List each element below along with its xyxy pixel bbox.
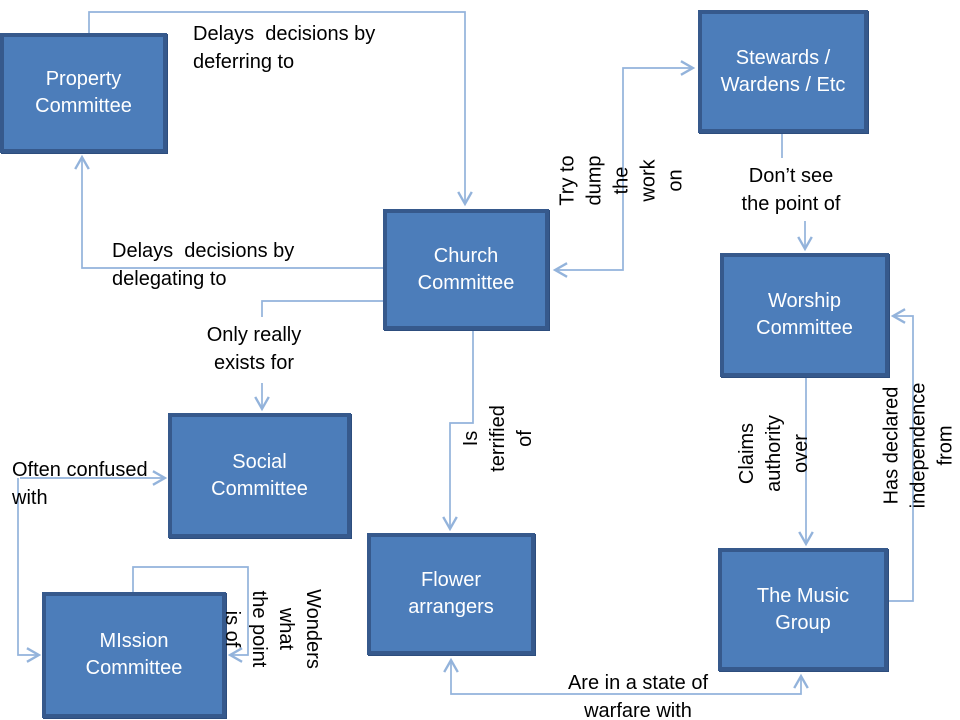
node-mission-committee: MIssion Committee [42, 592, 226, 718]
edge-label-try-to-dump-work-text: Try to dump the work on [556, 154, 687, 206]
edge-label-only-really-exists-for: Only really exists for [206, 324, 302, 374]
connector-often-confused-mission [17, 478, 42, 663]
connector-warfare [443, 657, 809, 695]
edge-label-dont-see-point-of: Don’t see the point of [741, 165, 841, 215]
edge-label-claims-authority: Claims authority over [736, 378, 812, 528]
node-flower-arrangers: Flower arrangers [367, 533, 535, 655]
edge-label-deferring: Delays decisions by deferring to [193, 23, 376, 73]
edge-label-declared-independence: Has declared independence from [881, 340, 957, 550]
node-worship-committee: Worship Committee [720, 253, 889, 377]
node-social-committee: Social Committee [168, 413, 351, 538]
edge-label-declared-independence-text: Has declared independence from [880, 382, 957, 508]
node-property-committee: Property Committee [0, 33, 167, 153]
node-stewards-wardens: Stewards / Wardens / Etc [698, 10, 868, 133]
edge-label-is-terrified-of: Is terrified of [460, 374, 536, 502]
connector-only-really-upper [261, 300, 383, 317]
edge-label-wonders-what-point-text: Wonders what the point is of [221, 589, 325, 669]
edge-label-often-confused-with: Often confused with [12, 459, 148, 509]
edge-label-try-to-dump-work: Try to dump the work on [557, 90, 687, 270]
node-music-group: The Music Group [718, 548, 888, 671]
connector-independence [888, 308, 914, 602]
edge-label-wonders-what-point: Wonders what the point is of [221, 553, 324, 705]
connector-delegating [74, 154, 383, 269]
edge-label-is-terrified-of-text: Is terrified of [459, 399, 536, 472]
connector-wonders-self-loop [132, 566, 249, 663]
edge-label-state-of-warfare: Are in a state of warfare with [567, 672, 709, 720]
connector-try-dump [552, 60, 696, 278]
edge-label-delegating: Delays decisions by delegating to [112, 240, 295, 290]
connector-terrified [442, 330, 474, 532]
node-church-committee: Church Committee [383, 209, 549, 330]
edge-label-claims-authority-text: Claims authority over [735, 414, 812, 492]
connector-deferring [88, 11, 473, 207]
